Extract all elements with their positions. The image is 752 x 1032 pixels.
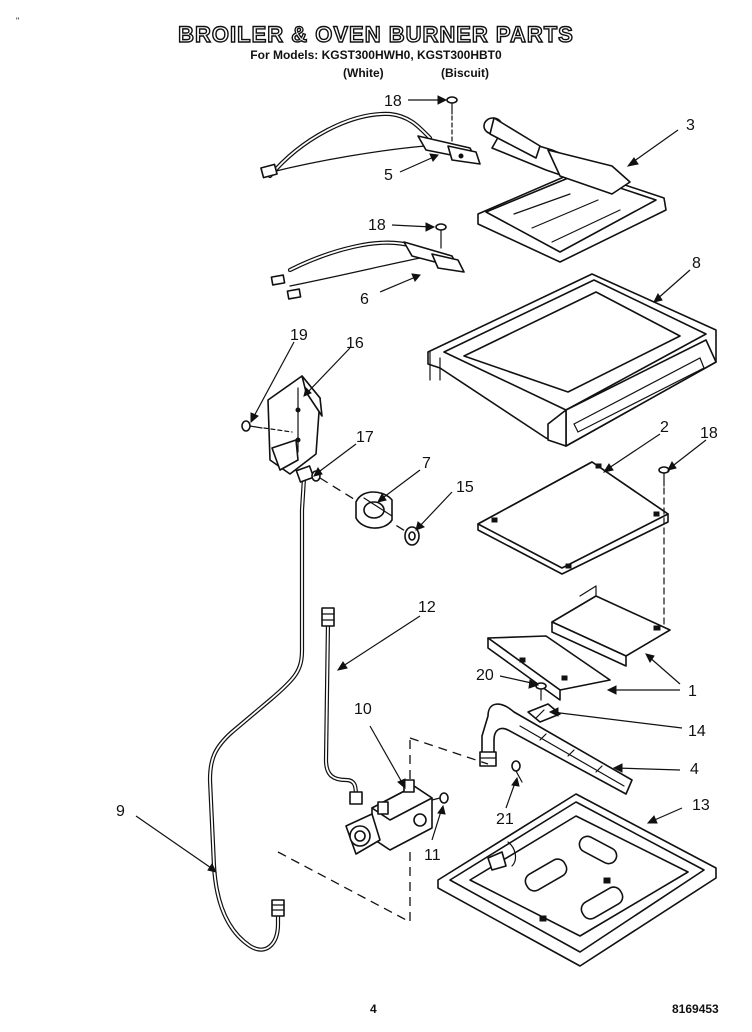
part-8-burner-box bbox=[427, 273, 717, 447]
callout-9: 9 bbox=[116, 803, 125, 820]
part-6-bake-igniter bbox=[270, 240, 465, 300]
callout-15: 15 bbox=[456, 479, 474, 496]
part-7-air-shutter bbox=[355, 491, 393, 529]
callout-3: 3 bbox=[686, 117, 695, 134]
dash-valve-to-tube bbox=[277, 851, 411, 923]
callout-16: 16 bbox=[346, 335, 364, 352]
callout-17: 17 bbox=[356, 429, 374, 446]
part-18-screw-top bbox=[446, 96, 458, 143]
callout-4: 4 bbox=[690, 761, 699, 778]
callout-labels: 18 3 5 18 8 6 19 16 17 7 2 18 15 12 20 1… bbox=[116, 93, 718, 864]
callout-10: 10 bbox=[354, 701, 372, 718]
variant-white: (White) bbox=[343, 66, 384, 80]
callout-21: 21 bbox=[496, 811, 514, 828]
callout-7: 7 bbox=[422, 455, 431, 472]
callout-5: 5 bbox=[384, 167, 393, 184]
callout-18: 18 bbox=[384, 93, 402, 110]
part-19-screw bbox=[241, 420, 293, 433]
callout-13: 13 bbox=[692, 797, 710, 814]
part-3-broil-burner bbox=[477, 117, 667, 263]
variant-biscuit: (Biscuit) bbox=[441, 66, 489, 80]
callout-12: 12 bbox=[418, 599, 436, 616]
part-2-flame-spreader bbox=[477, 461, 669, 575]
callout-2: 2 bbox=[660, 419, 669, 436]
page-number: 4 bbox=[370, 1002, 377, 1016]
callout-18: 18 bbox=[368, 217, 386, 234]
models-subtitle: For Models: KGST300HWH0, KGST300HBT0 bbox=[250, 48, 502, 62]
corner-mark: " bbox=[16, 16, 20, 26]
callout-1: 1 bbox=[688, 683, 697, 700]
part-16-heat-shield-bracket bbox=[267, 375, 323, 475]
page-title: BROILER & OVEN BURNER PARTS bbox=[177, 21, 574, 47]
callout-14: 14 bbox=[688, 723, 706, 740]
callout-8: 8 bbox=[692, 255, 701, 272]
part-13-burner-pan bbox=[437, 793, 717, 967]
part-1-burner-brackets bbox=[487, 585, 671, 701]
part-14-clip bbox=[527, 703, 561, 723]
dash-valve-to-burner bbox=[409, 737, 489, 765]
part-15-nut bbox=[404, 526, 420, 546]
leader-lines bbox=[135, 95, 707, 873]
part-5-broil-igniter bbox=[260, 111, 481, 179]
part-12-bake-gas-tube bbox=[321, 607, 363, 805]
part-9-broil-gas-tube bbox=[207, 475, 307, 952]
part-18-screw-middle bbox=[435, 223, 447, 249]
part-21-screw bbox=[511, 760, 523, 783]
callout-19: 19 bbox=[290, 327, 308, 344]
callout-11: 11 bbox=[424, 847, 441, 864]
part-18-screw-spreader bbox=[658, 466, 670, 625]
part-4-bake-burner bbox=[479, 703, 633, 795]
part-10-safety-valve bbox=[345, 779, 433, 855]
callout-18: 18 bbox=[700, 425, 718, 442]
document-number: 8169453 bbox=[672, 1002, 719, 1016]
part-11-screw bbox=[431, 792, 449, 804]
callout-6: 6 bbox=[360, 291, 369, 308]
callout-20: 20 bbox=[476, 667, 494, 684]
